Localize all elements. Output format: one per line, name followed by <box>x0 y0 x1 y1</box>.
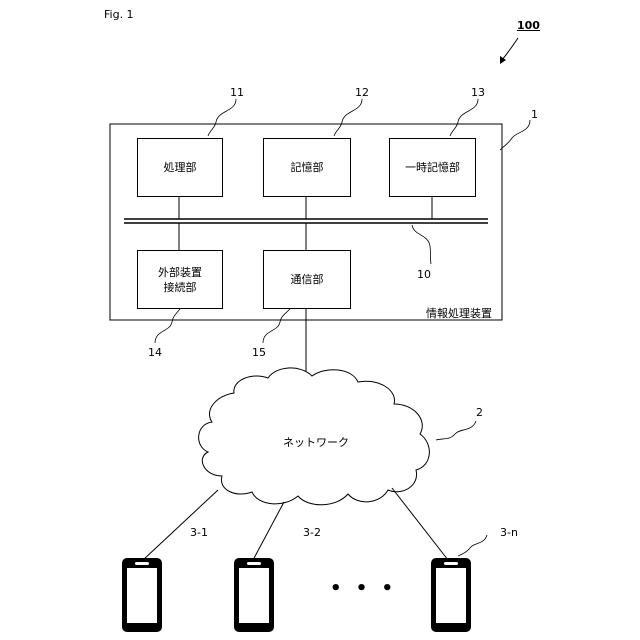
storage-unit-box: 記憶部 <box>263 138 351 197</box>
ref-processing-unit: 11 <box>230 86 244 99</box>
processing-unit-box: 処理部 <box>137 138 223 197</box>
ref-storage-unit: 12 <box>355 86 369 99</box>
device-name: 情報処理装置 <box>426 305 492 321</box>
terminal-ellipsis: • • • <box>330 578 397 599</box>
ref-external-connection-unit: 14 <box>148 346 162 359</box>
figure-label: Fig. 1 <box>104 8 134 21</box>
communication-unit-box: 通信部 <box>263 250 351 309</box>
ref-terminal-1: 3-1 <box>190 526 208 539</box>
temp-storage-unit-label: 一時記憶部 <box>405 160 460 175</box>
ref-terminal-n: 3-n <box>500 526 518 539</box>
network-to-terminal-lines <box>143 488 448 560</box>
ref-network: 2 <box>476 406 483 419</box>
terminal-phone-n <box>431 558 471 632</box>
communication-unit-label: 通信部 <box>291 272 324 287</box>
system-ref-arrow <box>500 38 518 64</box>
network-label: ネットワーク <box>283 434 349 450</box>
system-ref-number: 100 <box>517 19 540 32</box>
storage-unit-label: 記憶部 <box>291 160 324 175</box>
ref-temp-storage-unit: 13 <box>471 86 485 99</box>
terminal-phone-2 <box>234 558 274 632</box>
ref-communication-unit: 15 <box>252 346 266 359</box>
external-connection-unit-box: 外部装置 接続部 <box>137 250 223 309</box>
temp-storage-unit-box: 一時記憶部 <box>389 138 476 197</box>
external-connection-unit-label: 外部装置 接続部 <box>158 265 202 295</box>
terminal-phone-1 <box>122 558 162 632</box>
ref-bus: 10 <box>417 268 431 281</box>
ref-device: 1 <box>531 108 538 121</box>
processing-unit-label: 処理部 <box>164 160 197 175</box>
ref-terminal-2: 3-2 <box>303 526 321 539</box>
